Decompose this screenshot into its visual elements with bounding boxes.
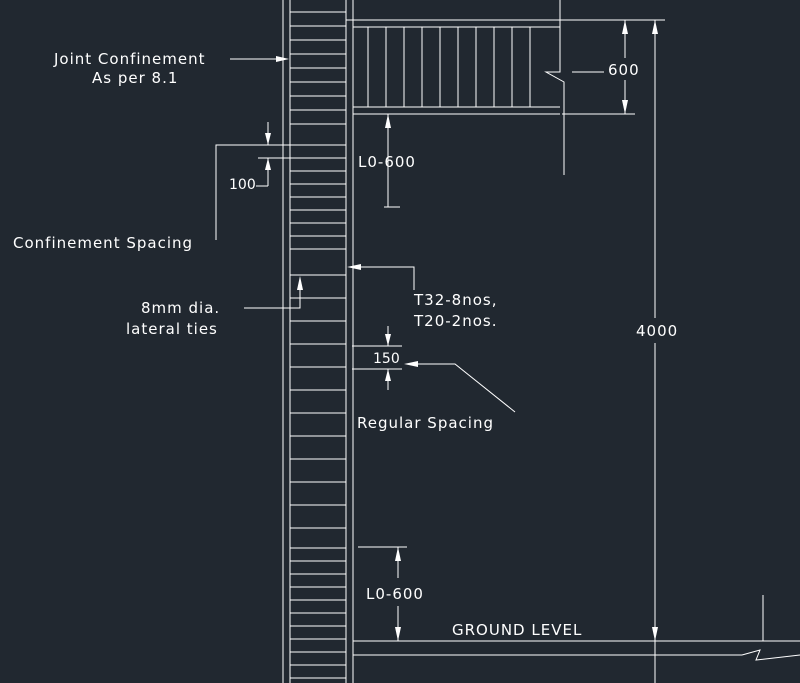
ground-break-line — [741, 649, 800, 661]
arrow-4000-top — [652, 20, 658, 34]
rebar-label-line2: T20-2nos. — [413, 312, 497, 330]
leader-regular-spacing — [418, 363, 516, 413]
arrow-600-bottom — [622, 100, 628, 114]
ground-level-lines — [353, 595, 800, 661]
leader-confinement-spacing — [215, 144, 258, 240]
main-rebar-callout: T32-8nos, T20-2nos. — [347, 264, 497, 330]
rebar-label-line1: T32-8nos, — [413, 291, 497, 309]
lateral-ties — [290, 11, 346, 679]
arrow-l0-bottom-bottom — [395, 627, 401, 641]
beam — [346, 0, 565, 175]
dimension-600-label: 600 — [608, 61, 640, 79]
confinement-spacing-label: Confinement Spacing — [13, 234, 193, 252]
confinement-length-bottom-dimension: L0-600 — [358, 546, 424, 641]
arrow-lateral-ties — [297, 276, 303, 290]
ground-level-label: GROUND LEVEL — [452, 621, 582, 639]
arrow-600-top — [622, 20, 628, 34]
column-outline — [282, 0, 354, 683]
arrow-l0-bottom-top — [395, 547, 401, 561]
joint-confinement-label-line2: As per 8.1 — [92, 69, 178, 87]
arrow-l0-top — [385, 114, 391, 128]
dimension-4000-label: 4000 — [636, 322, 678, 340]
dimension-100-label: 100 — [229, 177, 256, 193]
dimension-l0-bottom-label: L0-600 — [366, 585, 424, 603]
arrow-150-top — [385, 334, 391, 346]
arrow-joint-confinement — [276, 56, 289, 62]
arrow-regular-spacing — [404, 361, 418, 367]
regular-spacing-dimension: 150 Regular Spacing — [352, 326, 516, 432]
lateral-ties-label-line2: lateral ties — [126, 320, 218, 338]
beam-depth-dimension: 600 — [560, 19, 665, 115]
arrow-rebar — [347, 264, 361, 270]
leader-lateral-ties — [244, 290, 301, 309]
arrow-4000-bottom — [652, 627, 658, 641]
lateral-ties-label-line1: 8mm dia. — [141, 299, 220, 317]
arrow-100-top — [265, 133, 271, 145]
regular-spacing-label: Regular Spacing — [357, 414, 494, 432]
joint-confinement-label-line1: Joint Confinement — [53, 50, 206, 68]
joint-confinement-callout: Joint Confinement As per 8.1 — [53, 50, 289, 87]
dimension-150-label: 150 — [373, 351, 400, 367]
confinement-spacing-dimension: 100 Confinement Spacing — [13, 122, 330, 252]
beam-break-line — [544, 0, 565, 175]
leader-rebar — [361, 266, 415, 290]
lateral-ties-callout: 8mm dia. lateral ties — [126, 276, 303, 338]
arrow-100-bottom — [265, 158, 271, 170]
arrow-150-bottom — [385, 369, 391, 381]
confinement-length-top-dimension: L0-600 — [358, 114, 416, 208]
storey-height-dimension: 4000 — [636, 20, 678, 683]
dimension-l0-top-label: L0-600 — [358, 153, 416, 171]
beam-stirrups — [367, 27, 531, 107]
